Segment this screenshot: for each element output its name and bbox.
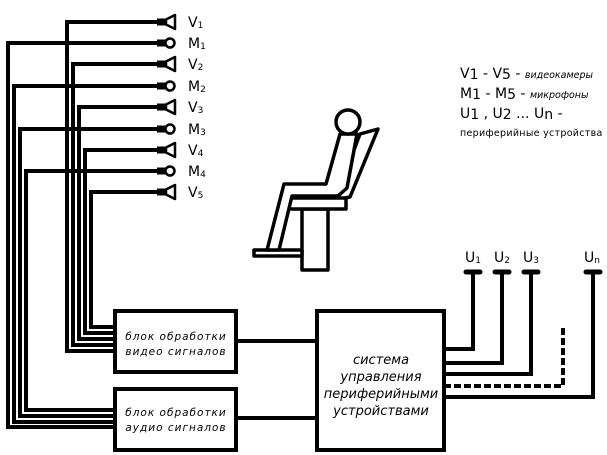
wire-v1 [65,20,158,353]
connector-m3: M3 [157,122,206,138]
microphone-icon [157,123,176,135]
chair-seat [286,196,348,211]
connector-label: M3 [188,122,206,138]
video-block-line-1: блок обработки [125,331,226,343]
control-system-line-2: управления [339,370,421,385]
output-un: Un [444,250,603,399]
audio-block-line-1: блок обработки [125,407,226,419]
microphone-icon [157,165,176,177]
video-camera-icon [157,183,177,201]
output-wire [444,272,504,365]
chair-pedestal [300,207,330,272]
control-system-line-4: устройствами [332,404,429,419]
video-processing-block: блок обработки видео сигналов [113,309,238,374]
legend-peripherals-description: периферийные устройства [460,128,603,139]
output-wire [444,272,475,351]
output-wire [444,272,595,399]
wire-m4 [24,169,158,412]
wire-v5 [89,190,158,329]
audio-block-line-2: аудио сигналов [125,422,226,434]
control-system-line-3: периферийными [324,387,438,402]
wire-v2 [71,62,158,347]
connector-m2: M2 [157,79,206,95]
control-system-line-1: система [353,353,409,368]
legend-peripherals: U1 , U2 ... Un - [460,106,563,123]
connector-v3: V3 [157,98,203,116]
audio-processing-block: блок обработки аудио сигналов [113,387,238,452]
video-camera-icon [157,13,177,31]
legend-cameras: V1 - V5 - видеокамеры [460,66,594,83]
wire-m1 [6,41,158,429]
video-camera-icon [157,98,177,116]
output-label: U2 [494,250,510,266]
output-label: U3 [523,250,539,266]
audio-block-frame [113,387,238,452]
person-head [334,108,362,136]
connector-v1: V1 [157,13,203,31]
output-u3: U3 [444,250,541,376]
connector-m1: M1 [157,36,206,52]
wire-v3 [77,105,158,341]
video-wires [65,20,158,353]
control-system-frame [315,309,446,452]
audio-wires [6,41,158,429]
output-label: Un [584,250,600,266]
microphone-icon [157,37,176,49]
video-block-line-2: видео сигналов [125,346,226,358]
legend-microphones: M1 - M5 - микрофоны [460,86,589,103]
connector-v4: V4 [157,141,204,159]
connector-label: M1 [188,36,206,52]
wire-m2 [12,84,158,424]
wire-m3 [18,127,158,418]
connector-label: V1 [188,15,203,31]
connector-v5: V5 [157,183,203,201]
wire-v4 [83,148,158,335]
seated-person-illustration [252,108,380,272]
connector-label: V5 [188,185,203,201]
person-body [265,132,359,252]
connector-v2: V2 [157,55,203,73]
control-system-block: система управления периферийными устройс… [315,309,446,452]
connector-label: M4 [188,164,206,180]
video-camera-icon [157,141,177,159]
connector-label: V4 [188,143,204,159]
video-camera-icon [157,55,177,73]
connector-m4: M4 [157,164,206,180]
connector-label: V3 [188,100,203,116]
legend: V1 - V5 - видеокамеры M1 - M5 - микрофон… [460,66,603,139]
output-label: U1 [465,250,481,266]
output-u2: U2 [444,250,512,365]
output-u1: U1 [444,250,483,351]
peripheral-outputs: U1 U2 U3 Un [444,250,603,399]
connector-label: V2 [188,57,203,73]
microphone-icon [157,80,176,92]
output-wire [444,272,533,376]
video-block-frame [113,309,238,374]
connector-label: M2 [188,79,206,95]
